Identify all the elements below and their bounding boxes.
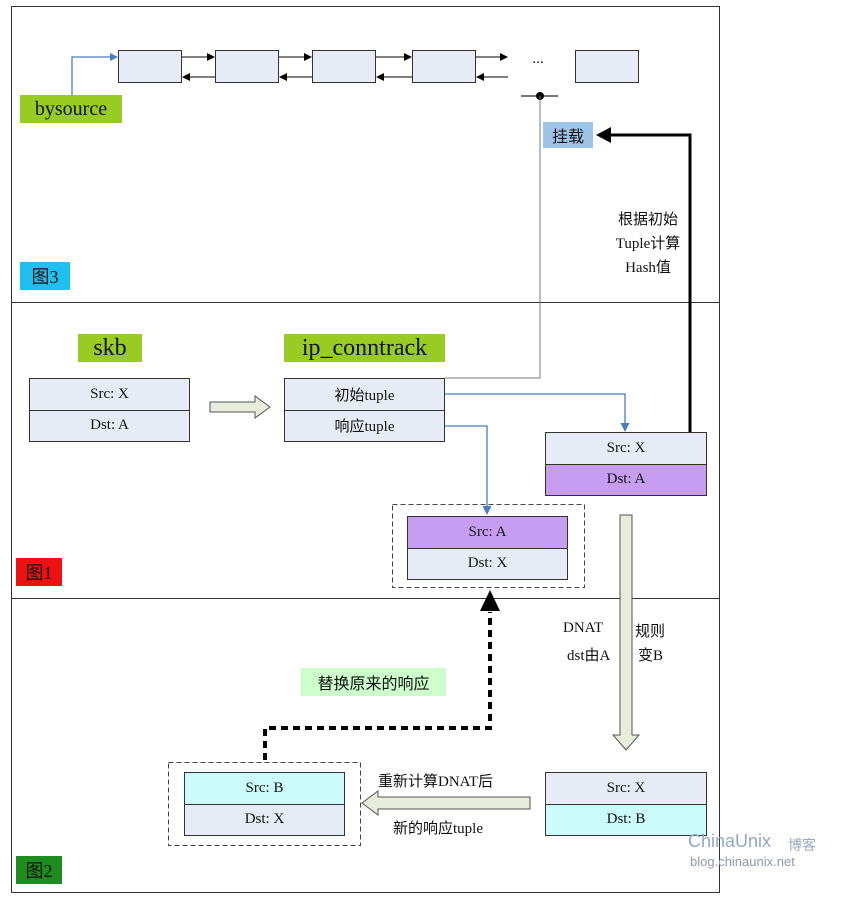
skb-dst-cell: Dst: A (30, 409, 189, 441)
conntrack-reply-tuple-cell: 响应tuple (285, 409, 444, 441)
outer-frame (11, 6, 720, 893)
arrowhead-forward-4 (500, 53, 508, 61)
recalc-left-arrow (361, 790, 531, 816)
bysource-pointer-arrowhead (110, 53, 118, 61)
orig-tuple-link-arrowhead (620, 423, 630, 432)
reply-tuple-dashed-group (392, 504, 585, 588)
dnat-note-line2-right: 变B (638, 648, 664, 664)
hash-note-line-2: Tuple计算 (615, 236, 681, 252)
hash-note-line-3: Hash值 (625, 260, 671, 276)
replace-dashed-arrowhead (480, 590, 500, 611)
reply-tuple-link-line (445, 425, 488, 507)
hash-node-4 (412, 50, 476, 83)
original-tuple-src-cell: Src: X (546, 433, 706, 464)
fig1-tag: 图1 (16, 558, 62, 586)
skb-to-conntrack-arrow (209, 395, 271, 419)
recalc-note-line-1: 重新计算DNAT后 (378, 774, 493, 790)
watermark-brand-suffix: 博客 (788, 837, 816, 853)
hash-node-2 (215, 50, 279, 83)
fig3-tag: 图3 (20, 262, 70, 290)
bysource-pointer-line (71, 56, 111, 95)
skb-title: skb (78, 334, 142, 362)
arrowhead-forward-2 (304, 53, 312, 61)
replace-reply-label: 替换原来的响应 (301, 668, 446, 696)
new-original-tuple-table: Src: X Dst: B (545, 772, 707, 836)
hash-node-1 (118, 50, 182, 83)
orig-tuple-link-line (445, 393, 626, 424)
original-tuple-table: Src: X Dst: A (545, 432, 707, 496)
reply-tuple-table: Src: A Dst: X (407, 516, 568, 580)
dnat-down-arrow (611, 514, 641, 751)
hash-chain-ellipsis: ... (532, 51, 544, 67)
bysource-label: bysource (20, 95, 122, 123)
hash-node-last (575, 50, 639, 83)
watermark-brand: ChinaUnix (688, 831, 772, 851)
conntrack-original-tuple-cell: 初始tuple (285, 379, 444, 410)
arrowhead-backward-4 (476, 73, 484, 81)
skb-src-cell: Src: X (30, 379, 189, 410)
arrowhead-forward-3 (404, 53, 412, 61)
dnat-note-line1-right: 规则 (635, 624, 666, 640)
reply-tuple-src-cell: Src: A (408, 517, 567, 548)
new-original-tuple-src-cell: Src: X (546, 773, 706, 804)
reply-tuple-dst-cell: Dst: X (408, 547, 567, 579)
new-reply-tuple-dst-cell: Dst: X (185, 803, 344, 835)
hash-note-line-1: 根据初始 (617, 212, 678, 228)
reply-tuple-link-arrowhead (482, 506, 492, 515)
arrowhead-forward-1 (207, 53, 215, 61)
skb-tuple-table: Src: X Dst: A (29, 378, 190, 442)
arrowhead-backward-1 (182, 73, 190, 81)
hash-node-3 (312, 50, 376, 83)
recalc-note-line-2: 新的响应tuple (393, 821, 483, 837)
original-tuple-dst-cell: Dst: A (546, 463, 706, 495)
new-reply-tuple-dashed-group (168, 762, 361, 846)
hash-chain-backward-heads (182, 73, 484, 81)
attach-label: 挂载 (543, 122, 593, 148)
watermark-url: blog.chinaunix.net (690, 854, 795, 869)
arrowhead-backward-2 (279, 73, 287, 81)
hash-compute-arrow-line (608, 133, 692, 432)
conntrack-table: 初始tuple 响应tuple (284, 378, 445, 442)
hash-compute-arrowhead (596, 127, 611, 143)
fig2-tag: 图2 (16, 856, 62, 884)
hash-chain-forward-heads (207, 53, 508, 61)
new-reply-tuple-src-cell: Src: B (185, 773, 344, 804)
arrowhead-backward-3 (376, 73, 384, 81)
new-reply-tuple-table: Src: B Dst: X (184, 772, 345, 836)
conntrack-title: ip_conntrack (284, 334, 445, 362)
dnat-note-line1-left: DNAT (563, 620, 603, 636)
replace-dashed-arrow-line (263, 612, 492, 760)
new-original-tuple-dst-cell: Dst: B (546, 803, 706, 835)
dnat-note-line2-left: dst由A (567, 648, 611, 664)
